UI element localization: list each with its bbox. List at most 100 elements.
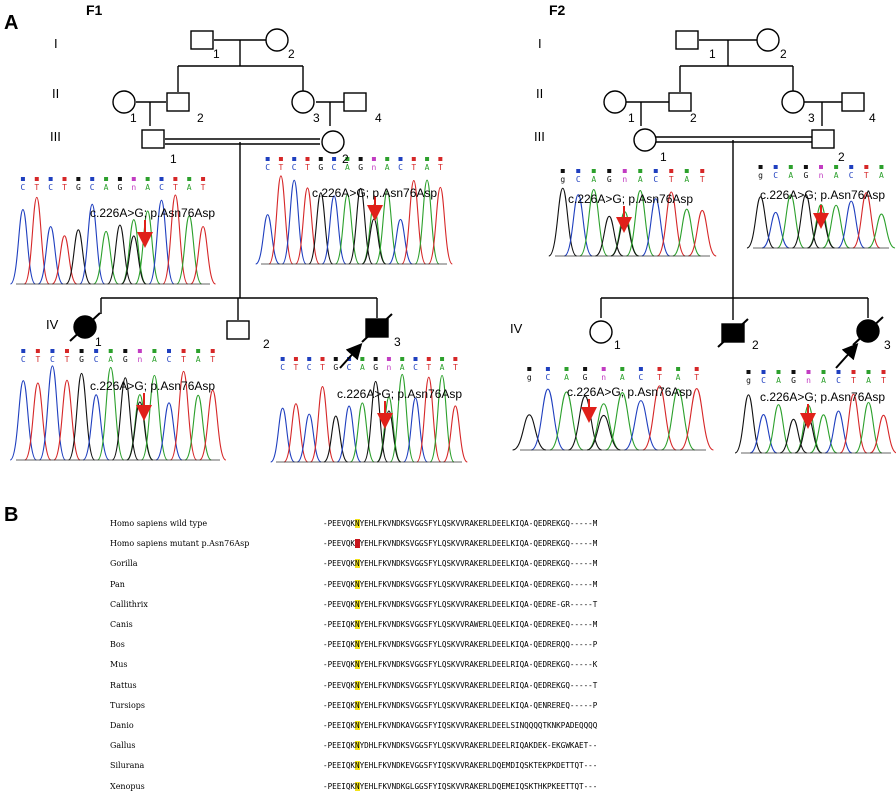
base-call-letter: G <box>123 355 128 364</box>
alignment-row: Homo sapiens wild type -PEEVQKNYEHLFKVND… <box>0 517 896 535</box>
base-call-mark <box>788 165 793 169</box>
base-call-letter: T <box>864 171 869 180</box>
base-call-letter: G <box>583 373 588 382</box>
base-call-letter: A <box>834 171 839 180</box>
base-call-mark <box>181 349 186 353</box>
base-call-mark <box>866 370 871 374</box>
base-call-letter: T <box>657 373 662 382</box>
highlighted-residue: N <box>355 761 360 771</box>
base-call-letter: A <box>684 175 689 184</box>
base-call-mark <box>293 357 298 361</box>
base-call-mark <box>137 349 142 353</box>
trace-peak <box>190 225 217 285</box>
trace-peak <box>779 418 808 454</box>
f2-iv3-mutation-label: c.226A>G; p.Asn76Asp <box>760 390 886 404</box>
base-call-letter: G <box>607 175 612 184</box>
base-call-mark <box>676 367 681 371</box>
f2-iii1-mutation-label: c.226A>G; p.Asn76Asp <box>568 192 694 206</box>
base-call-mark <box>48 177 53 181</box>
base-call-letter: A <box>360 363 365 372</box>
base-call-letter: A <box>152 355 157 364</box>
f2-ii4-male <box>841 92 865 112</box>
base-call-mark <box>426 357 431 361</box>
base-call-mark <box>332 157 337 161</box>
f2-iv1-mutation-label: c.226A>G; p.Asn76Asp <box>567 385 693 399</box>
base-call-mark <box>851 370 856 374</box>
species-name: Bos <box>110 640 125 650</box>
base-call-mark <box>657 367 662 371</box>
base-call-letter: C <box>159 183 164 192</box>
highlighted-residue: N <box>355 559 360 569</box>
base-call-mark <box>607 169 612 173</box>
base-call-mark <box>411 157 416 161</box>
alignment-row: Callithrix -PEEVQKNYEHLFKVNDKSVGGSFYLQSK… <box>0 598 896 616</box>
base-call-letter: T <box>700 175 705 184</box>
highlighted-residue: N <box>355 721 360 730</box>
base-call-letter: C <box>347 363 352 372</box>
trace-peak <box>416 376 442 463</box>
base-call-mark <box>620 367 625 371</box>
base-call-mark <box>35 349 40 353</box>
base-call-letter: A <box>425 163 430 172</box>
f2-ii3-number: 3 <box>808 111 815 125</box>
trace-peak <box>93 230 120 285</box>
base-call-mark <box>791 370 796 374</box>
trace-peak <box>37 225 64 285</box>
base-call-letter: C <box>638 373 643 382</box>
trace-peak <box>764 404 793 454</box>
base-call-mark <box>425 157 430 161</box>
sequence: -PEEIQKNYEHLFKVNDKEVGGSFYIQSKVVRAKERLDQE… <box>323 761 598 771</box>
trace-peak <box>310 386 335 463</box>
base-call-mark <box>821 370 826 374</box>
trace-peak <box>65 229 92 285</box>
f1-iv1-number: 1 <box>95 335 102 349</box>
highlighted-residue: N <box>355 700 360 710</box>
base-call-mark <box>307 357 312 361</box>
base-call-mark <box>79 349 84 353</box>
alignment-row: Rattus -PEEVQKNYEHLFKVNDKSVGGSFYLQSKVVRA… <box>0 679 896 697</box>
base-call-letter: T <box>181 355 186 364</box>
base-call-letter: n <box>601 373 606 382</box>
trace-peak <box>24 382 52 461</box>
f1-generation-ii: II <box>52 86 60 101</box>
base-call-letter: T <box>62 183 67 192</box>
base-call-letter: A <box>776 376 781 385</box>
base-call-letter: C <box>545 373 550 382</box>
f1-iv1-mutation-label: c.226A>G; p.Asn76Asp <box>90 379 216 393</box>
trace-peak <box>155 402 183 461</box>
base-call-letter: C <box>576 175 581 184</box>
trace-peak <box>822 204 850 249</box>
base-call-letter: T <box>305 163 310 172</box>
f2-iv3-number: 3 <box>884 338 891 352</box>
base-call-mark <box>373 357 378 361</box>
base-call-letter: G <box>79 355 84 364</box>
base-call-letter: n <box>387 363 392 372</box>
base-call-letter: T <box>201 183 206 192</box>
f1-iv1-deceased-slash <box>69 312 101 342</box>
alignment-row: Danio -PEEIQKNYEHLFKVNDKAVGGSFYIQSKVVRAK… <box>0 719 896 737</box>
trace-peak <box>336 405 362 463</box>
trace-peak <box>734 394 763 454</box>
base-call-letter: n <box>137 355 142 364</box>
species-name: Mus <box>110 660 128 670</box>
trace-peak <box>323 415 349 463</box>
base-call-mark <box>700 169 705 173</box>
base-call-mark <box>638 169 643 173</box>
f2-iii1-number: 1 <box>660 150 667 164</box>
alignment-row: Gallus -PEEIQKNYDHLFKVNDKSVGGSFYLQSKVVRA… <box>0 739 896 757</box>
sequence: -PEEVQKNYEHLFKVNDKSVGGSFYLQSKVVRAKERLDEE… <box>323 599 598 609</box>
base-call-letter: C <box>21 355 26 364</box>
f1-i2-number: 2 <box>288 47 295 61</box>
species-name: Tursiops <box>110 700 146 710</box>
base-call-mark <box>576 169 581 173</box>
panel-b-label: B <box>4 504 19 526</box>
base-call-letter: T <box>426 363 431 372</box>
base-call-letter: A <box>108 355 113 364</box>
highlighted-residue: N <box>355 781 360 791</box>
f1-ii1-number: 1 <box>130 111 137 125</box>
base-call-letter: T <box>438 163 443 172</box>
trace-peak <box>867 213 896 249</box>
